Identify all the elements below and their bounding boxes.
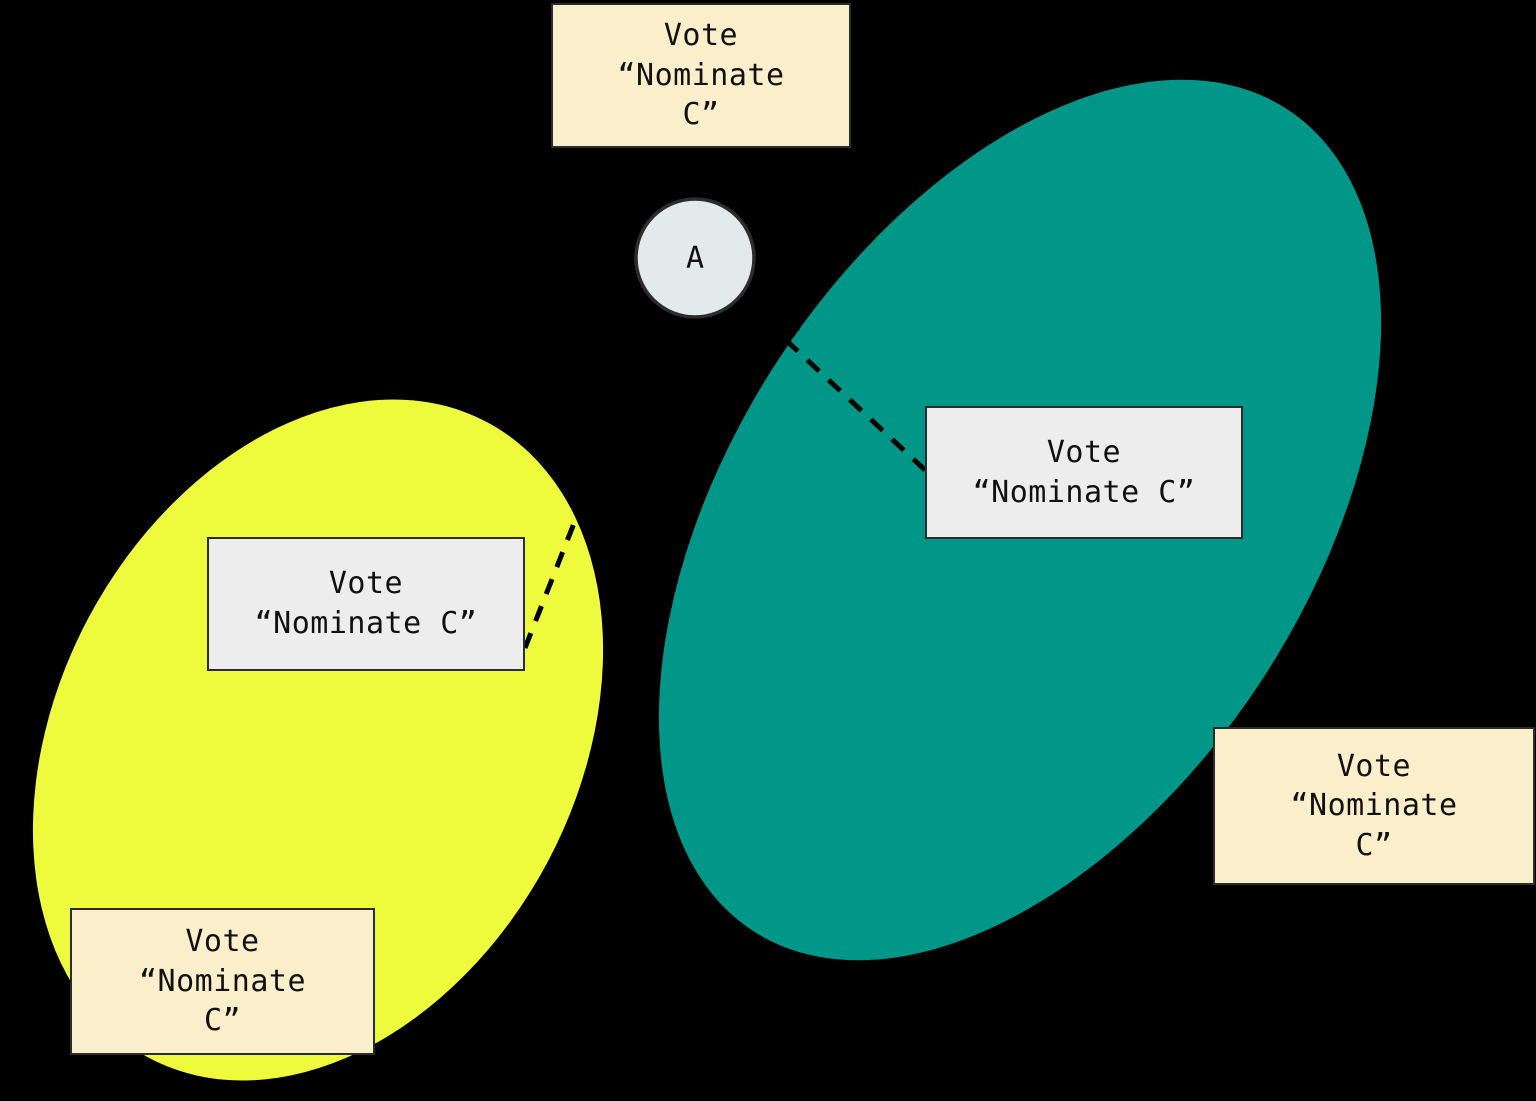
- vote-label-line: “Nominate C”: [972, 474, 1196, 510]
- arrow-right-dashed: [755, 311, 927, 472]
- vote-label-line: Vote: [185, 924, 260, 960]
- vote-label-line: Vote: [1046, 434, 1122, 470]
- arrow-left-solid: [567, 308, 661, 366]
- vote-label-box-bottom-left[interactable]: Vote “Nominate C”: [70, 908, 375, 1055]
- vote-label-line: C”: [682, 97, 720, 133]
- arrow-left-dashed: [522, 309, 660, 649]
- vote-label-box-yellow-inner[interactable]: Vote “Nominate C”: [207, 537, 525, 671]
- agent-node-a[interactable]: [634, 197, 756, 319]
- vote-label-line: “Nominate C”: [254, 606, 478, 641]
- vote-label-line: “Nominate: [138, 963, 307, 999]
- vote-label-line: Vote: [328, 566, 404, 602]
- vote-label-box-bottom-right[interactable]: Vote “Nominate C”: [1213, 727, 1535, 885]
- vote-label-box-teal-inner[interactable]: Vote “Nominate C”: [925, 406, 1243, 539]
- vote-label-line: C”: [1355, 827, 1393, 863]
- vote-label-line: Vote: [663, 18, 739, 54]
- vote-label-line: “Nominate: [617, 57, 785, 93]
- vote-label-line: C”: [203, 1003, 242, 1039]
- group-ellipse-teal: [658, 79, 1382, 961]
- vote-label-box-top[interactable]: Vote “Nominate C”: [551, 3, 851, 148]
- vote-label-line: Vote: [1336, 748, 1412, 784]
- vote-label-line: “Nominate: [1290, 788, 1458, 824]
